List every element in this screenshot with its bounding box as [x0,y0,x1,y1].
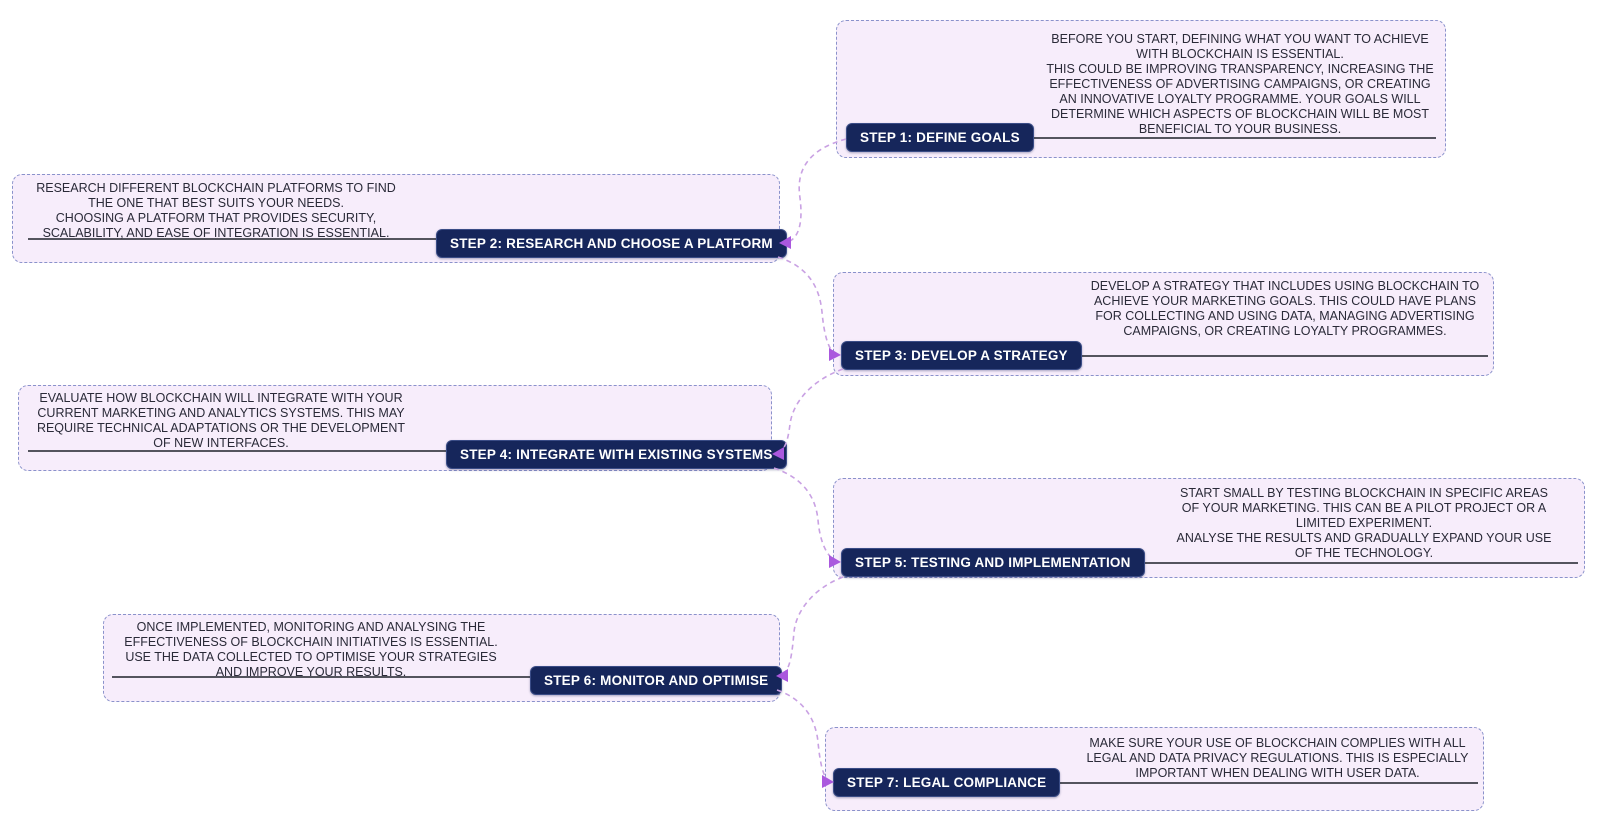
step-5-description: START SMALL BY TESTING BLOCKCHAIN IN SPE… [1176,486,1552,560]
connector-step6-step7 [776,689,828,780]
step-2-node[interactable]: STEP 2: RESEARCH AND CHOOSE A PLATFORM [436,229,787,258]
connector-step2-step3 [777,256,835,354]
step-7-branch-line [1056,782,1478,784]
step-4-description: EVALUATE HOW BLOCKCHAIN WILL INTEGRATE W… [36,391,406,450]
step-4-node[interactable]: STEP 4: INTEGRATE WITH EXISTING SYSTEMS [446,440,787,469]
connector-step3-step4 [779,368,844,453]
step-2-description: RESEARCH DIFFERENT BLOCKCHAIN PLATFORMS … [36,181,396,240]
connector-step5-step6 [783,576,844,674]
step-3-description: DEVELOP A STRATEGY THAT INCLUDES USING B… [1090,279,1480,338]
step-5-branch-line [1130,562,1578,564]
step-6-branch-line [112,676,532,678]
step-6-node[interactable]: STEP 6: MONITOR AND OPTIMISE [530,666,783,695]
step-3-branch-line [1070,355,1488,357]
step-7-description: MAKE SURE YOUR USE OF BLOCKCHAIN COMPLIE… [1086,736,1469,780]
step-1-branch-line [1020,137,1436,139]
step-1-description: BEFORE YOU START, DEFINING WHAT YOU WANT… [1046,32,1434,136]
step-3-node[interactable]: STEP 3: DEVELOP A STRATEGY [841,341,1082,370]
step-1-node[interactable]: STEP 1: DEFINE GOALS [846,123,1034,152]
connector-step4-step5 [773,467,835,561]
step-6-description: ONCE IMPLEMENTED, MONITORING AND ANALYSI… [124,620,498,679]
step-5-node[interactable]: STEP 5: TESTING AND IMPLEMENTATION [841,548,1145,577]
step-7-node[interactable]: STEP 7: LEGAL COMPLIANCE [833,768,1061,797]
step-4-branch-line [28,450,448,452]
step-2-branch-line [28,238,438,240]
